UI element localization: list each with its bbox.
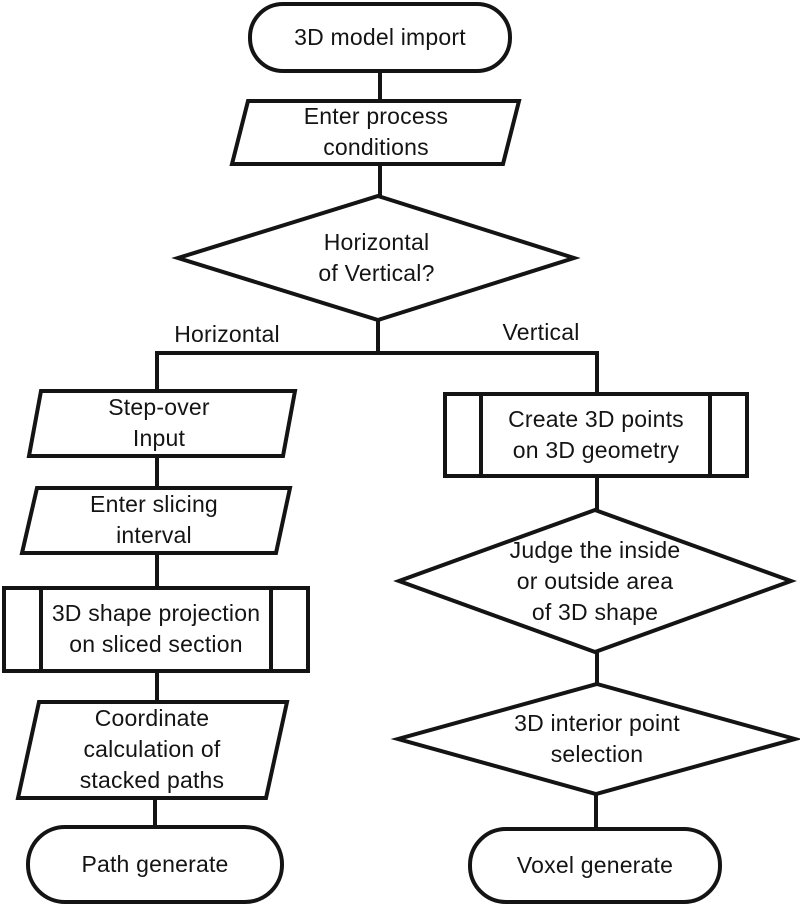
path-generate-shape	[26, 825, 284, 904]
shape-projection-shape	[2, 586, 310, 673]
create-points-shape	[443, 392, 749, 478]
coordinate-calculation-shape	[15, 700, 290, 800]
step-over-shape	[26, 389, 298, 458]
process-conditions-shape	[229, 99, 522, 166]
connector-lines	[153, 66, 599, 833]
slicing-interval-shape	[19, 486, 293, 555]
judge-area-shape	[393, 507, 797, 655]
orientation-decision-shape	[171, 193, 581, 323]
interior-selection-shape	[390, 681, 800, 797]
model-import-shape	[248, 2, 512, 73]
voxel-generate-shape	[468, 827, 722, 904]
